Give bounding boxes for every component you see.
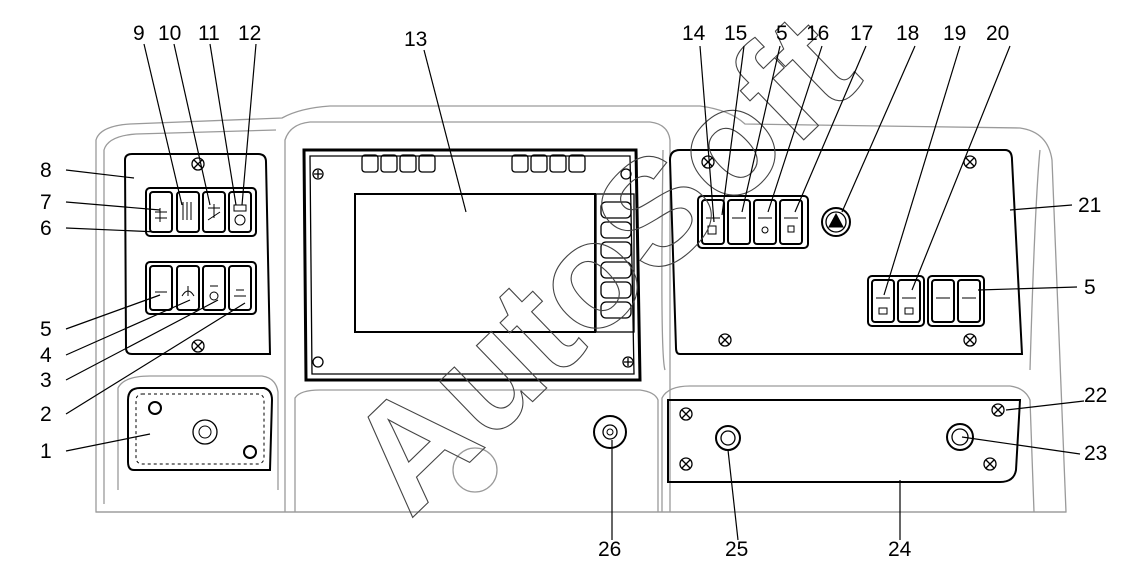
callout-7: 7 bbox=[40, 191, 52, 214]
callout-10: 10 bbox=[158, 22, 181, 45]
callout-14: 14 bbox=[682, 22, 706, 45]
leader-lines bbox=[65, 43, 1085, 541]
callout-24: 24 bbox=[888, 538, 912, 561]
watermark: AutoSoft bbox=[316, 0, 888, 543]
rotary-knob bbox=[593, 415, 627, 449]
callout-12: 12 bbox=[238, 22, 261, 45]
callout-5-right: 5 bbox=[1084, 276, 1096, 299]
callout-21: 21 bbox=[1078, 194, 1101, 217]
callout-17: 17 bbox=[850, 22, 873, 45]
callout-20: 20 bbox=[986, 22, 1009, 45]
callout-3: 3 bbox=[40, 369, 52, 392]
left-switch-panel bbox=[123, 153, 272, 355]
callout-16: 16 bbox=[806, 22, 829, 45]
callout-25: 25 bbox=[725, 538, 748, 561]
callout-11: 11 bbox=[198, 22, 220, 45]
callout-6: 6 bbox=[40, 217, 52, 240]
callout-19: 19 bbox=[943, 22, 966, 45]
central-display bbox=[302, 148, 642, 382]
dashboard-outline bbox=[95, 105, 1067, 513]
callout-2: 2 bbox=[40, 403, 52, 426]
hazard-button bbox=[821, 207, 851, 237]
callout-1: 1 bbox=[40, 440, 52, 463]
right-upper-switch-row bbox=[697, 195, 809, 249]
callout-5-right-top: 5 bbox=[776, 22, 788, 45]
callout-26: 26 bbox=[598, 538, 621, 561]
ignition-panel bbox=[127, 387, 274, 471]
callout-8: 8 bbox=[40, 159, 52, 182]
callout-23: 23 bbox=[1084, 442, 1107, 465]
callout-5: 5 bbox=[40, 318, 52, 341]
lower-rocker-switch-row bbox=[145, 261, 257, 315]
accessory-panel bbox=[667, 399, 1022, 483]
right-switch-panel bbox=[668, 149, 1024, 355]
callout-labels: 1 2 3 4 5 6 7 8 9 10 11 12 13 14 15 5 16… bbox=[40, 22, 1107, 561]
callout-18: 18 bbox=[896, 22, 919, 45]
callout-4: 4 bbox=[40, 344, 52, 367]
callout-9: 9 bbox=[133, 22, 145, 45]
callout-13: 13 bbox=[404, 28, 427, 51]
callout-15: 15 bbox=[724, 22, 747, 45]
callout-22: 22 bbox=[1084, 384, 1107, 407]
upper-rocker-switch-row bbox=[145, 187, 257, 237]
right-lower-switch-row bbox=[867, 275, 985, 327]
